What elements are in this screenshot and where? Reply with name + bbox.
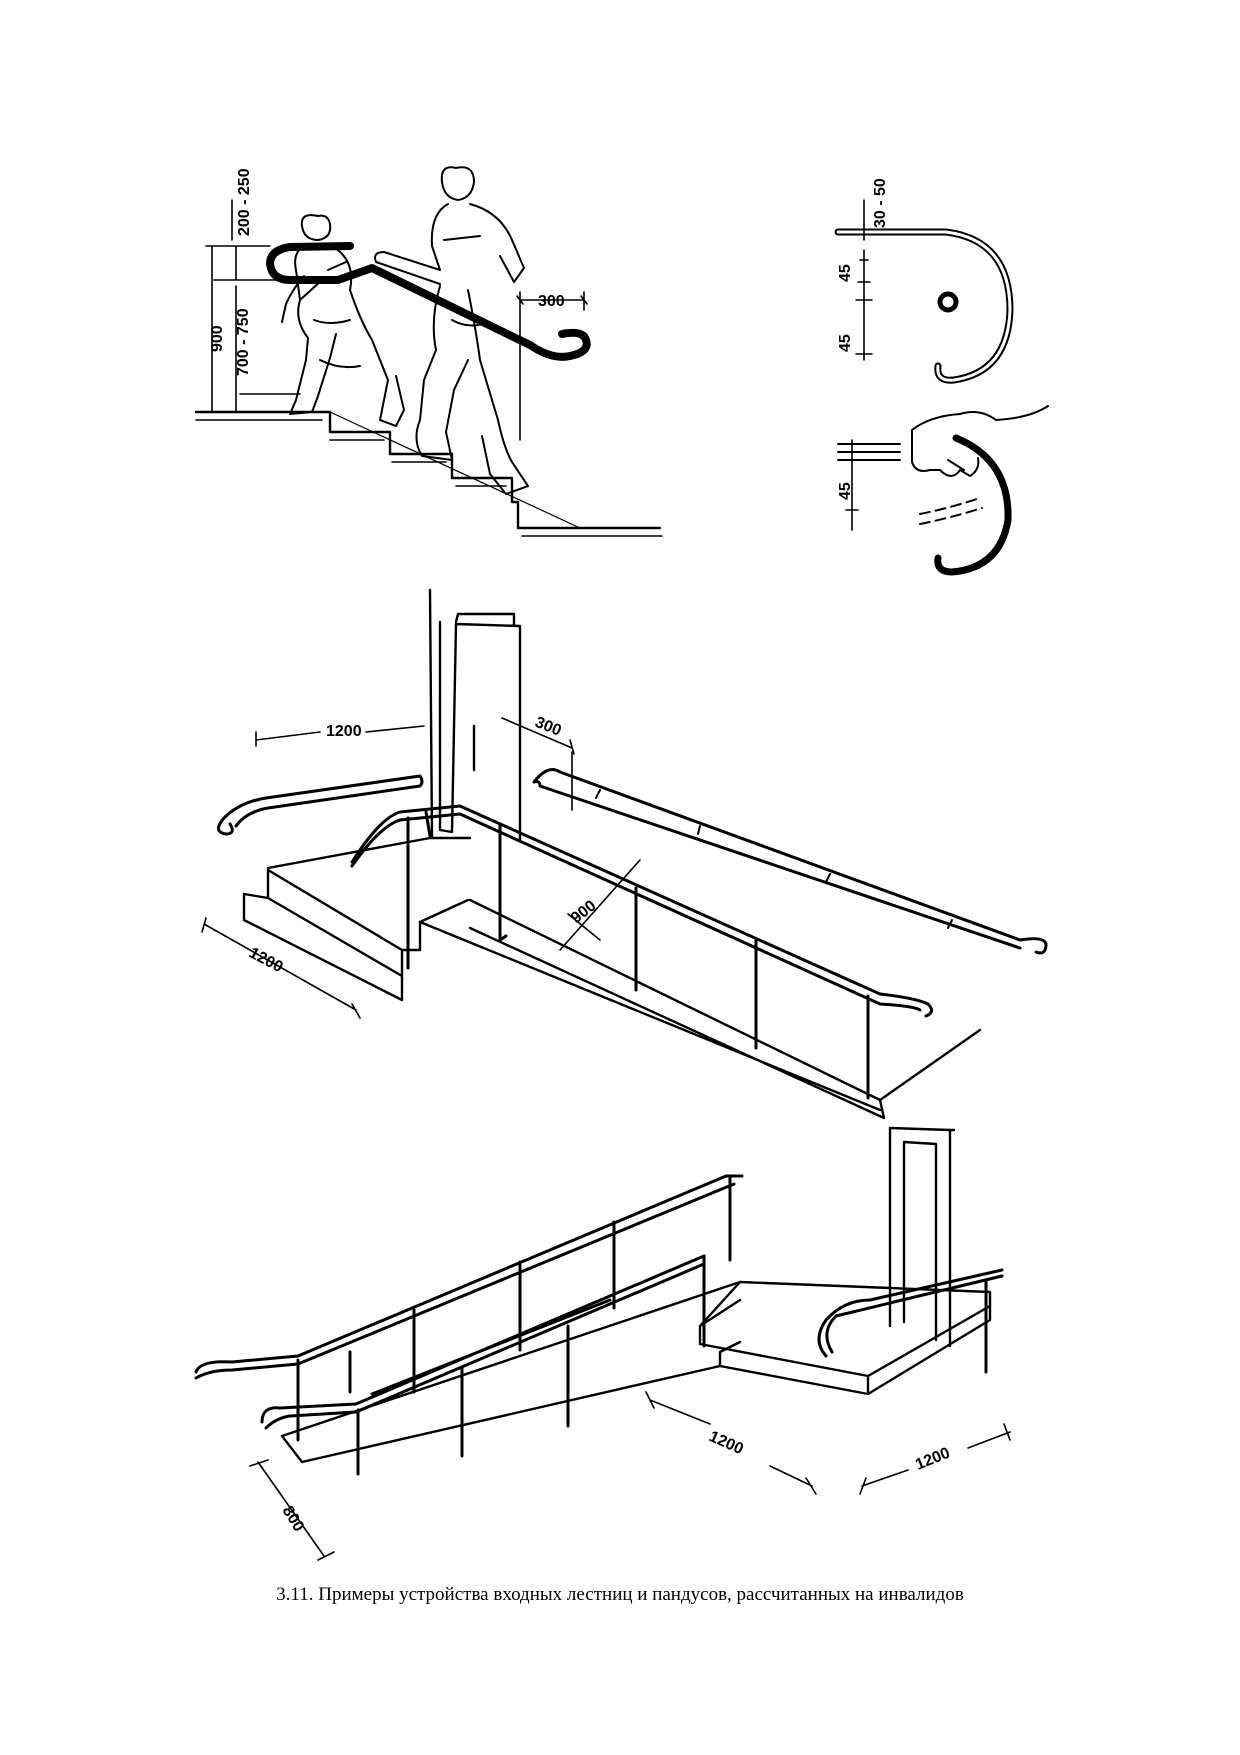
dim-gap-upper-label: 45 [837,264,854,282]
dim-rail-height-label: 900 [568,897,600,927]
door-right [888,1126,956,1348]
dim-width-label: 800 [279,1503,308,1535]
rail-inner-posts [348,1254,706,1476]
adult-figure [374,166,529,495]
ramp-surface [418,898,982,1120]
dim-gap-lower-label: 45 [837,482,854,500]
dim-lines-ramp [249,1391,1011,1561]
handrail-brackets [595,789,953,929]
hand-outline [911,405,1049,478]
rail-outer [194,1174,744,1380]
dim-landing-b-label: 1200 [913,1445,952,1474]
dim-extension-line [516,291,588,441]
rail-outer-posts [296,1174,732,1442]
dim-rail-label: 700 - 750 [235,308,252,376]
dim-top-label: 200 - 250 [236,168,253,236]
handrail-left-top [217,774,424,836]
handrail-thick [266,242,591,361]
rail-lower-dashes [919,497,983,525]
detail-dim-lower [845,439,859,531]
ramp-entry-panel: 800 1200 1200 [194,1126,1011,1561]
rail-lower-lines [837,443,901,461]
guard-rail [350,804,933,1018]
landing-steps [242,836,472,1002]
dim-extension-label: 300 [538,293,565,310]
child-figure [281,214,405,427]
dim-landing-a-label: 1200 [706,1428,746,1458]
dim-landing-label: 1200 [246,945,285,977]
dim-total-label: 900 [209,325,226,352]
stair-floor-line [195,419,663,537]
stair-ramp-panel: 1200 300 1200 900 [201,588,1048,1120]
figure-caption: 3.11. Примеры устройства входных лестниц… [276,1584,964,1605]
ramp-deck [280,1280,742,1464]
dim-lines-left [205,199,301,413]
rail-upper-inner [836,230,1012,382]
detail-dim-lines [855,199,873,361]
landing-right [698,1280,992,1396]
dim-door-offset-label: 300 [533,714,564,740]
dim-extension-label: 1200 [326,723,362,740]
dim-diameter-label: 30 - 50 [872,178,889,228]
rail-section-circle [937,291,959,313]
dim-gap-mid-label: 45 [837,334,854,352]
dim-lines-stair-ramp [201,717,641,1019]
rail-landing [817,1268,1004,1374]
stair-profile [194,410,662,530]
guard-posts [406,810,870,1100]
wall-and-door [428,588,522,842]
stair-section-panel: 200 - 250 900 700 - 750 300 [194,166,663,537]
rail-inner [260,1254,706,1430]
stair-slope-line [329,411,581,529]
handrail-right-wall [532,768,1048,955]
rail-lower-curve [934,434,1012,576]
handrail-detail-panel: 30 - 50 45 45 45 [834,178,1049,576]
